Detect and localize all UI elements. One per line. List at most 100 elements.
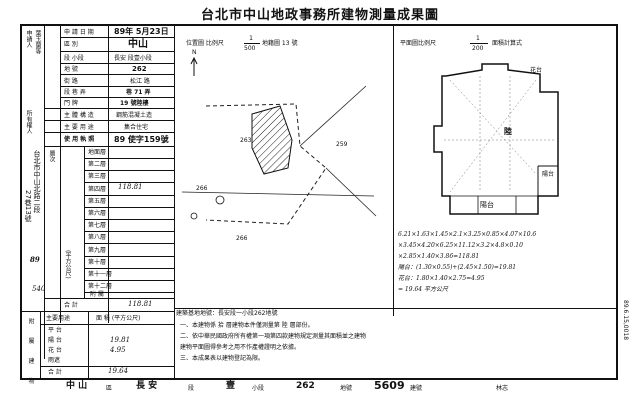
floor-row-divider [84,194,174,196]
floor-row-label: 第十層 [88,258,107,266]
unit-label: (平方公尺) [64,250,71,279]
calc-line: 6.21×1.63×1.45×2.1×3.25×0.85×4.07×10.6 [398,231,537,238]
calc-line: = 19.64 平方公尺 [398,286,449,293]
road-value: 松江 路 [130,78,150,85]
owner-number: 89 [30,255,40,264]
owner-address: 台北市中山北路二段 [33,150,41,213]
room-main-label: 陸 [504,127,512,136]
floor6-area: 118.81 [118,183,143,191]
left-total-area: 118.81 [128,300,153,308]
floor-row-label: 第六層 [88,210,107,217]
subject-building [251,105,293,175]
footer-subsection: 壹 [226,381,236,391]
lot-label-b: 259 [336,141,348,148]
footer-district: 中 山 [66,381,88,391]
footer-building-no: 5609 [374,379,405,392]
floor-row-divider [84,292,174,294]
floor-plan-header-a: 平面圖比例尺 [400,40,437,47]
side-code: 89.6.15,0018 [622,300,629,341]
owner-lane: 27巷13號 [24,190,32,222]
calc-line: ×2.85×1.40×3.86=118.81 [398,253,480,260]
note-line: 一、本建物係 拾 層建物本件僅測量第 陸 層部份。 [180,322,314,329]
room-flower-label: 花台 [530,67,543,74]
site-base-lot-text: 建築基地地號：長安段一小段262地號 [176,310,278,317]
attached-row-label: 陽 台 [48,337,62,344]
floor-row-divider [84,231,174,233]
left-total-label: 合 計 [64,302,78,309]
lot-label-d: 266 [196,185,208,192]
footer-lot: 262 [296,381,315,391]
attached-head-area: 面 積 (平方公尺) [96,315,141,322]
use-label: 主 要 用 途 [64,124,94,131]
floor-row-label: 第九層 [88,246,107,254]
calc-line: 花台：1.80×1.40×2.75=4.95 [398,275,485,282]
footer-section: 長 安 [136,381,158,391]
section-label: 段 小段 [64,55,84,62]
calc-line: ×3.45×4.20×6.25×11.12×3.2×4.8×0.10 [398,242,523,249]
note-line: 三、本成果表以建物登記為限。 [180,355,265,362]
lot-value: 262 [132,65,147,73]
floor-row-divider [84,206,174,208]
date-value: 89年 5月23日 [114,27,169,36]
floor-row-divider [84,255,174,257]
lot-label: 地 號 [64,66,78,73]
floors-label: 層次 [48,150,55,162]
permit-label: 使 用 執 照 [64,136,95,143]
door-label: 門 牌 [64,100,78,107]
district-label: 區 別 [64,41,78,48]
floor-scale-den: 200 [472,45,484,52]
floor-row-label: 第五層 [88,197,107,205]
attached-row-value: 4.95 [110,346,126,354]
document-title: 台北市中山地政事務所建物測量成果圖 [200,8,439,23]
lane-label: 段 巷 弄 [64,89,86,96]
floor-row-divider [84,267,174,269]
floor-row-label: 第十二層 [88,283,113,291]
floor-plan-header-b: 面積計算式 [492,40,523,47]
floor-row-divider [84,280,174,281]
attached-row-value: 19.81 [110,336,131,344]
floor-row-label: 第三層 [88,173,107,181]
site-plan-drawing [181,56,377,225]
date-label: 申 請 日 期 [64,29,94,36]
owner-label: 所有權人 [25,110,32,134]
floor-plan-drawing [433,63,559,215]
footer-surveyor: 林志 [496,385,509,392]
road-label: 街 路 [64,78,78,85]
struct-label: 主 體 構 造 [64,112,94,119]
note-line: 建物平面圖得參考之用不作產權證明之依據。 [180,344,301,351]
footer-lot-suffix: 地號 [340,385,353,392]
unit-outline [433,63,559,215]
north-label: N [192,49,197,56]
attached-head-use: 主要用途 [46,315,71,322]
floor-row-label: 第四層 [88,185,107,193]
room-balcony2-label: 陽台 [480,201,494,209]
floor-row-label: 第十一層 [88,271,113,278]
floor-row-label: 第七層 [88,222,107,230]
footer-district-suffix: 區 [106,385,113,392]
note-line: 二、依中華民國政府所有權第一項第四款建物規定測量其面積並之建物 [180,333,367,340]
floor-row-label: 第二層 [88,161,107,169]
site-scale-num: 1 [249,35,253,42]
floor-row-divider [84,170,174,172]
applicant-name: 葉玉蘭等 [34,30,41,54]
door-value: 19 號陸樓 [120,100,149,107]
site-plan-header-a: 位置圖 比例尺 [186,40,224,47]
lane-value: 巷 71 弄 [126,89,151,96]
attached-side-label: 附 屬 建 物 [27,318,34,390]
applicant-label: 申請人 [25,30,32,48]
attached-total-value: 19.64 [108,367,129,375]
footer-subsection-suffix: 小段 [252,385,265,392]
struct-value: 鋼筋混凝土造 [116,112,153,119]
floor-row-label: 地面層 [88,149,107,156]
permit-value: 89 使字159號 [114,135,169,144]
lot-label-a: 263 [240,137,252,144]
attached-row-label: 平 台 [48,327,62,334]
floor-row-divider [84,219,174,220]
lot-boundary-line [205,103,327,225]
floor-row-divider [84,182,174,184]
left-subtotal-label: 附 屬 [90,291,104,298]
room-balcony-label: 陽台 [542,171,555,178]
floor-row-divider [84,158,174,159]
floor-row-divider [84,243,174,245]
lot-label-c: 266 [236,235,248,242]
